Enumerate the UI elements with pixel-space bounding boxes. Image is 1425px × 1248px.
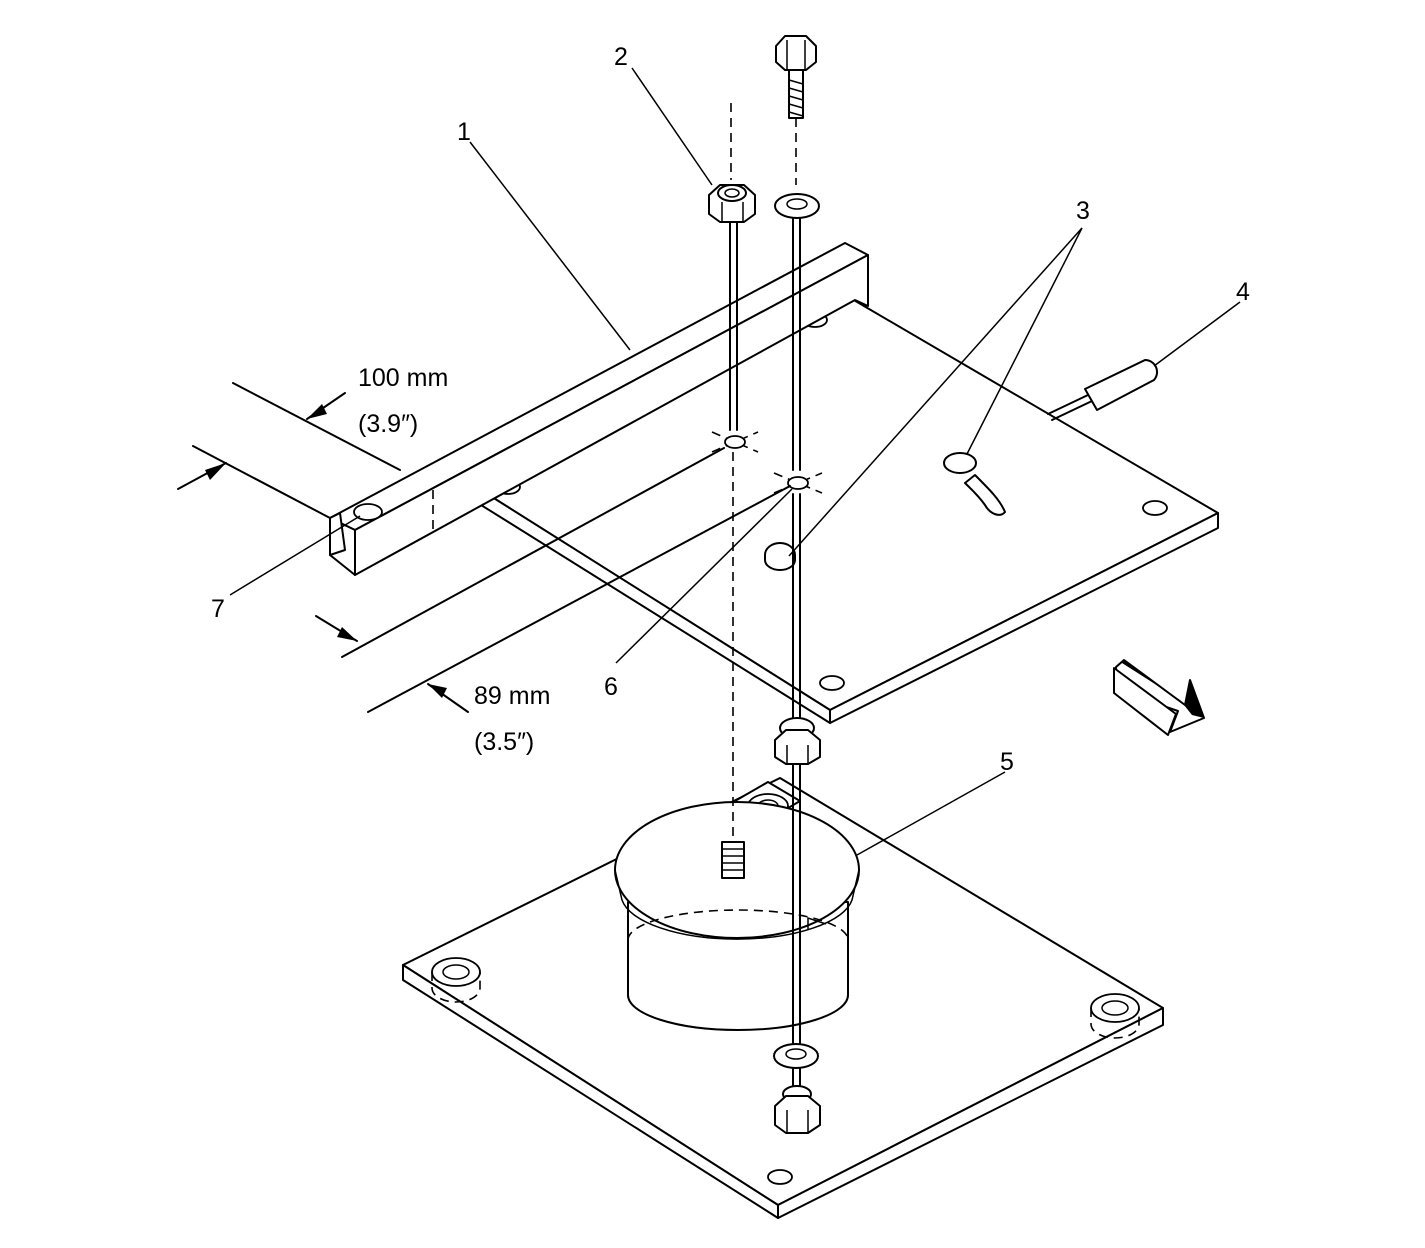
- channel-bracket: [329, 242, 869, 576]
- callout-5: 5: [1000, 748, 1014, 776]
- dimension-89mm: [315, 447, 791, 713]
- hex-bolt-icon: [775, 35, 817, 119]
- sealing-plug: [943, 452, 1006, 516]
- callout-1: 1: [457, 118, 471, 146]
- dimension-upper-metric: 100 mm: [358, 364, 448, 392]
- dimension-lower-imperial: (3.5″): [474, 728, 534, 756]
- sealing-plug: [764, 542, 796, 571]
- bracket-hole: [353, 503, 383, 521]
- base-hole: [767, 1169, 793, 1185]
- dimension-upper-imperial: (3.9″): [358, 410, 418, 438]
- alignment-hole-marker: [711, 431, 759, 453]
- callout-3: 3: [1076, 197, 1090, 225]
- washer-icon: [774, 193, 820, 219]
- callout-4: 4: [1236, 278, 1250, 306]
- hex-nut-icon: [708, 184, 756, 223]
- hex-nut-icon: [774, 717, 821, 765]
- threaded-stud: [721, 841, 745, 879]
- sensor-cup: [614, 801, 860, 1031]
- plate-hole: [1142, 500, 1168, 516]
- leader-lines: [229, 67, 1241, 856]
- front-direction-arrow-icon: [1113, 659, 1205, 736]
- dimension-100mm: [177, 382, 401, 519]
- sensor-lead: [1047, 358, 1159, 421]
- upper-plate: [464, 291, 1219, 724]
- dimension-lower-metric: 89 mm: [474, 682, 550, 710]
- base-corner-boss: [1090, 993, 1140, 1039]
- washer-icon: [773, 1043, 819, 1069]
- hex-nut-icon: [774, 1085, 821, 1134]
- callout-6: 6: [604, 673, 618, 701]
- base-corner-boss: [431, 957, 481, 1003]
- callout-2: 2: [614, 43, 628, 71]
- plate-hole: [819, 675, 845, 691]
- callout-7: 7: [211, 595, 225, 623]
